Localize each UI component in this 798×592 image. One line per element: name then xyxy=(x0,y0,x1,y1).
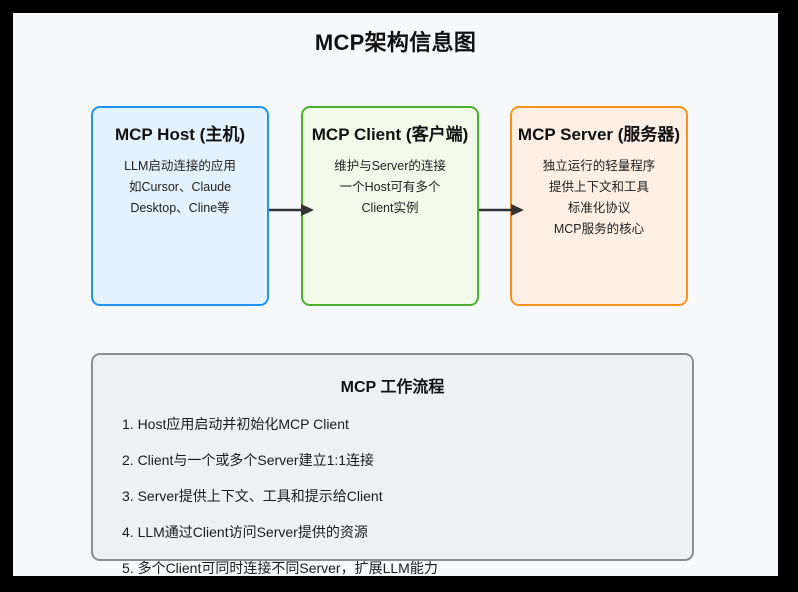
workflow-step: 4. LLM通过Client访问Server提供的资源 xyxy=(122,524,368,540)
node-mcp-host-line-3: Desktop、Cline等 xyxy=(130,201,230,215)
workflow-step: 3. Server提供上下文、工具和提示给Client xyxy=(122,488,383,504)
workflow-step: 5. 多个Client可同时连接不同Server，扩展LLM能力 xyxy=(122,560,438,576)
infographic-canvas: MCP架构信息图 MCP Host (主机) LLM启动连接的应用 如Curso… xyxy=(13,13,778,576)
node-mcp-server-line-4: MCP服务的核心 xyxy=(553,222,645,236)
node-mcp-host-title: MCP Host (主机) xyxy=(114,125,245,144)
arrow-right-icon-client-to-server xyxy=(479,204,524,216)
node-mcp-host[interactable]: MCP Host (主机) LLM启动连接的应用 如Cursor、Claude … xyxy=(91,106,269,306)
node-mcp-server-title: MCP Server (服务器) xyxy=(517,125,681,144)
workflow-step: 1. Host应用启动并初始化MCP Client xyxy=(122,416,349,432)
node-mcp-host-body: LLM启动连接的应用 如Cursor、Claude Desktop、Cline等 xyxy=(93,156,267,219)
workflow-title: MCP 工作流程 xyxy=(340,379,445,396)
workflow-panel: MCP 工作流程 1. Host应用启动并初始化MCP Client 2. Cl… xyxy=(91,353,694,576)
node-mcp-server[interactable]: MCP Server (服务器) 独立运行的轻量程序 提供上下文和工具 标准化协… xyxy=(510,106,688,306)
node-mcp-server-body: 独立运行的轻量程序 提供上下文和工具 标准化协议 MCP服务的核心 xyxy=(512,156,686,240)
arrow-right-icon-host-to-client xyxy=(269,204,314,216)
node-mcp-client-line-3: Client实例 xyxy=(361,201,419,215)
node-mcp-client-line-2: 一个Host可有多个 xyxy=(339,180,441,194)
page-title: MCP架构信息图 xyxy=(314,30,477,55)
node-mcp-server-line-1: 独立运行的轻量程序 xyxy=(542,159,656,173)
node-mcp-server-line-3: 标准化协议 xyxy=(567,201,631,215)
node-mcp-host-line-2: 如Cursor、Claude xyxy=(128,180,232,194)
node-mcp-client-title: MCP Client (客户端) xyxy=(311,125,469,144)
workflow-step-list: 1. Host应用启动并初始化MCP Client 2. Client与一个或多… xyxy=(93,414,692,578)
node-mcp-client[interactable]: MCP Client (客户端) 维护与Server的连接 一个Host可有多个… xyxy=(301,106,479,306)
node-mcp-server-line-2: 提供上下文和工具 xyxy=(548,180,649,194)
workflow-step: 2. Client与一个或多个Server建立1:1连接 xyxy=(122,452,375,468)
node-mcp-host-line-1: LLM启动连接的应用 xyxy=(124,159,236,173)
node-mcp-client-body: 维护与Server的连接 一个Host可有多个 Client实例 xyxy=(303,156,477,219)
node-mcp-client-line-1: 维护与Server的连接 xyxy=(334,159,446,173)
